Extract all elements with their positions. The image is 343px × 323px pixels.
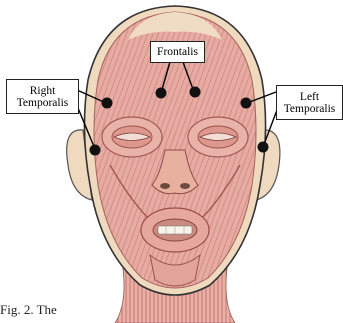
left-temporalis-line1: Left	[277, 91, 342, 103]
frontalis-label-text: Frontalis	[157, 46, 198, 58]
frontalis-left-marker	[190, 87, 201, 98]
right-temporalis-lower-marker	[90, 145, 101, 156]
frontalis-label: Frontalis	[150, 41, 205, 63]
frontalis-right-marker	[156, 88, 167, 99]
left-temporalis-lower-marker	[258, 142, 269, 153]
left-temporalis-line2: Temporalis	[277, 103, 342, 115]
left-temporalis-upper-marker	[241, 98, 252, 109]
right-temporalis-line2: Temporalis	[7, 97, 78, 109]
figure-caption: Fig. 2. The	[0, 302, 57, 318]
right-temporalis-line1: Right	[7, 85, 78, 97]
right-temporalis-upper-marker	[102, 98, 113, 109]
right-temporalis-label: Right Temporalis	[6, 79, 79, 114]
left-temporalis-label: Left Temporalis	[276, 85, 343, 120]
